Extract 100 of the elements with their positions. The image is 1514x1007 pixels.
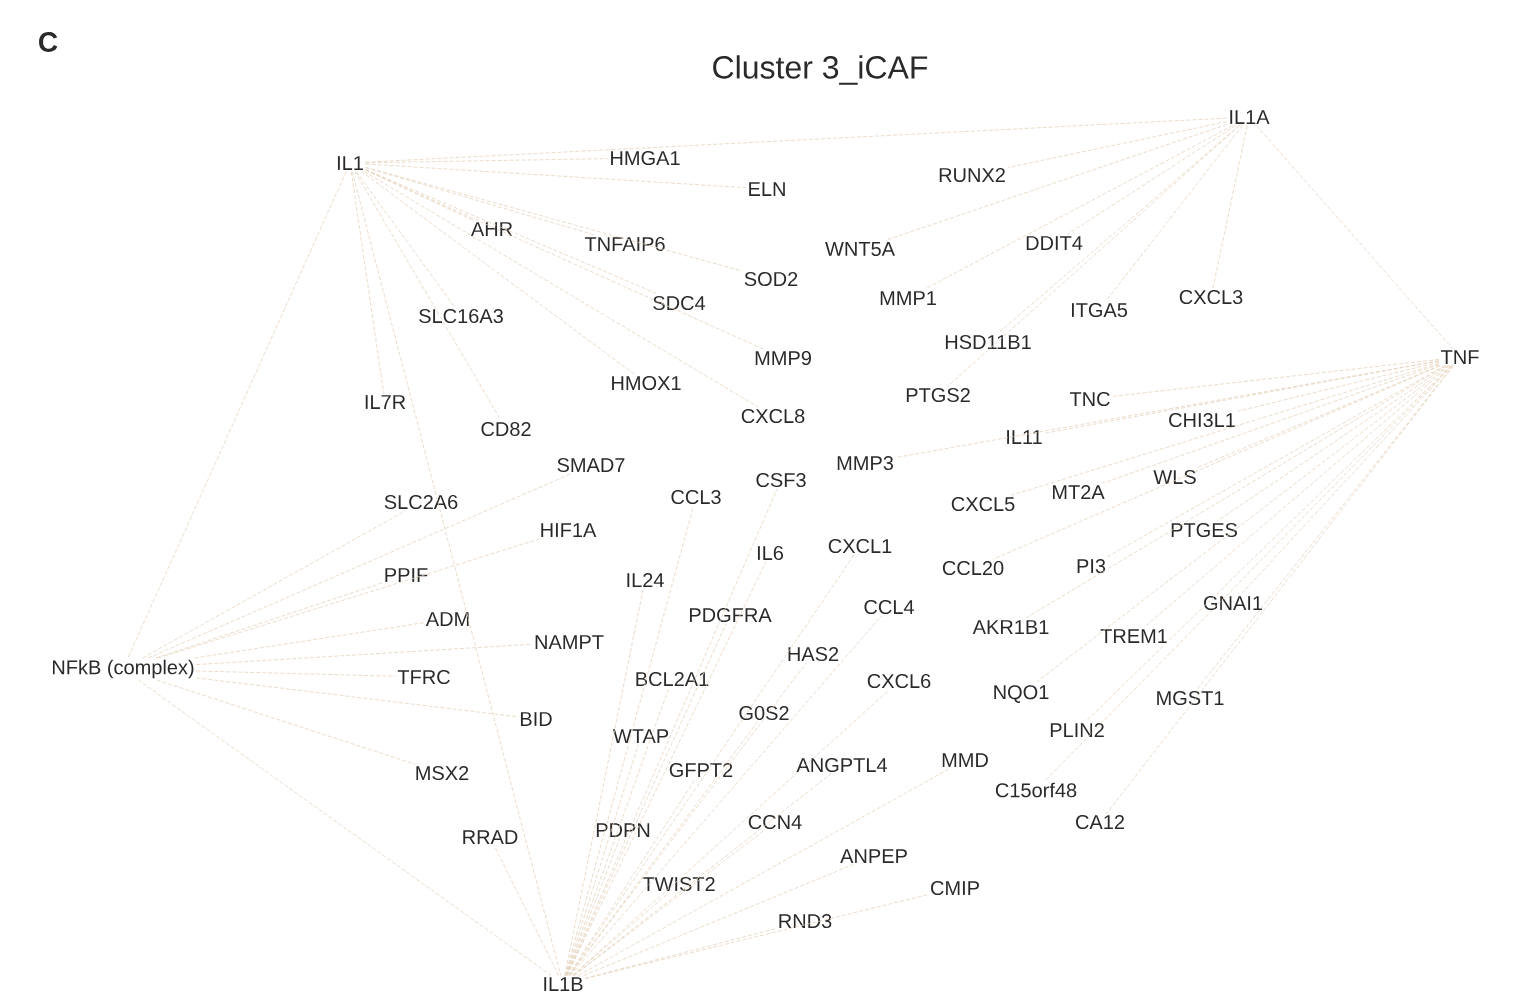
gene-label: CSF3 [756,472,806,488]
gene-label: CCL4 [864,599,914,615]
gene-label: AHR [470,222,513,236]
edge-line [1212,125,1248,289]
hub-label: IL1B [544,977,583,991]
edge-line [155,582,383,659]
edge-line [1106,365,1454,814]
gene-label: CXCL6 [867,673,931,689]
gene-label: PPIF [385,568,428,582]
hub-label: NFkB (complex) [53,659,194,679]
gene-label: TNFAIP6 [584,236,665,252]
title: Cluster 3_iCAF [713,55,928,85]
edge-line [1085,365,1452,722]
edge-line [566,623,727,976]
edge-line [1034,365,1450,684]
edge-line [137,679,552,976]
gene-label: ADM [425,612,469,626]
gene-label: MMD [942,753,988,767]
edge-line [365,158,609,164]
gene-label: IL6 [757,545,784,561]
gene-label: HMOX1 [612,375,681,391]
edge-line [1106,365,1446,558]
edge-line [365,169,764,350]
edge-line [565,687,670,976]
gene-label: IL11 [1007,430,1042,444]
edge-line [1237,361,1440,412]
gene-label: CCN4 [748,814,802,830]
gene-label: CA12 [1076,814,1124,830]
edge-line [573,830,764,976]
edge-line [1216,365,1448,522]
edge-line [1102,364,1440,484]
gene-label: HMGA1 [611,150,680,166]
gene-label: WNT5A [825,242,895,256]
gene-label: CXCL5 [951,496,1015,512]
gene-label: CHI3L1 [1169,412,1235,428]
edge-line [1024,365,1447,619]
edge-line [354,171,502,421]
gene-label: CD82 [481,421,531,437]
edge-line [350,171,385,394]
gene-label: CCL3 [671,489,721,505]
edge-line [1007,121,1228,168]
edge-line [493,845,560,976]
gene-label: AKR1B1 [972,620,1049,634]
gene-label: SDC4 [653,295,706,311]
edge-line [196,670,397,677]
gene-label: SMAD7 [557,457,625,473]
gene-label: G0S2 [739,705,789,721]
edge-line [565,744,639,976]
gene-label: HAS2 [788,646,839,662]
edge-line [895,360,1440,458]
edge-line [1044,360,1440,434]
edge-line [565,838,621,976]
edge-line [196,677,519,718]
gene-label: RRAD [463,830,518,844]
gene-label: MGST1 [1157,690,1224,706]
edge-line [992,365,1441,560]
edge-line [584,928,777,979]
gene-label: SOD2 [744,271,798,287]
edge-line [572,892,670,976]
edge-line [1143,365,1451,628]
gene-label: DDIT4 [1026,236,1083,250]
edge-line [1105,125,1243,302]
edge-line [1256,125,1453,349]
edge-line [157,538,541,659]
edge-line [361,171,635,375]
gene-label: WTAP [612,729,669,743]
edge-line [365,117,1228,163]
edge-line [194,622,425,659]
gene-label: SLC16A3 [419,308,503,324]
gene-label: PI3 [1077,558,1106,574]
gene-label: CXCL8 [741,408,805,424]
edge-line [355,171,456,308]
edge-line [947,125,1240,387]
gene-label: CXCL1 [828,538,892,554]
edge-line [583,864,854,976]
edge-line [363,171,759,408]
gene-label: RUNX2 [939,167,1005,183]
edge-line [568,778,696,976]
hub-label: IL1A [1230,110,1270,124]
edge-line [997,125,1240,334]
edge-line [156,679,416,765]
gene-label: PDPN [596,823,650,837]
gene-label: CXCL3 [1179,289,1243,305]
hub-label: TNF [1441,350,1479,364]
hub-label: IL1 [337,156,363,170]
edge-line [584,894,929,979]
gene-label: TFRC [397,669,450,685]
edge-line [564,588,644,976]
gene-label: IL7R [365,395,406,409]
gene-label: PTGS2 [906,387,970,403]
gene-label: PDGFRA [690,607,772,623]
gene-label: ANGPTL4 [796,757,887,773]
edge-line [923,125,1234,290]
gene-label: PTGES [1171,522,1237,538]
edge-line [566,561,767,976]
edge-line [1195,365,1441,469]
edge-line [365,163,747,189]
edge-line [1066,125,1237,235]
gene-label: BID [521,712,552,726]
edge-line [365,167,596,236]
